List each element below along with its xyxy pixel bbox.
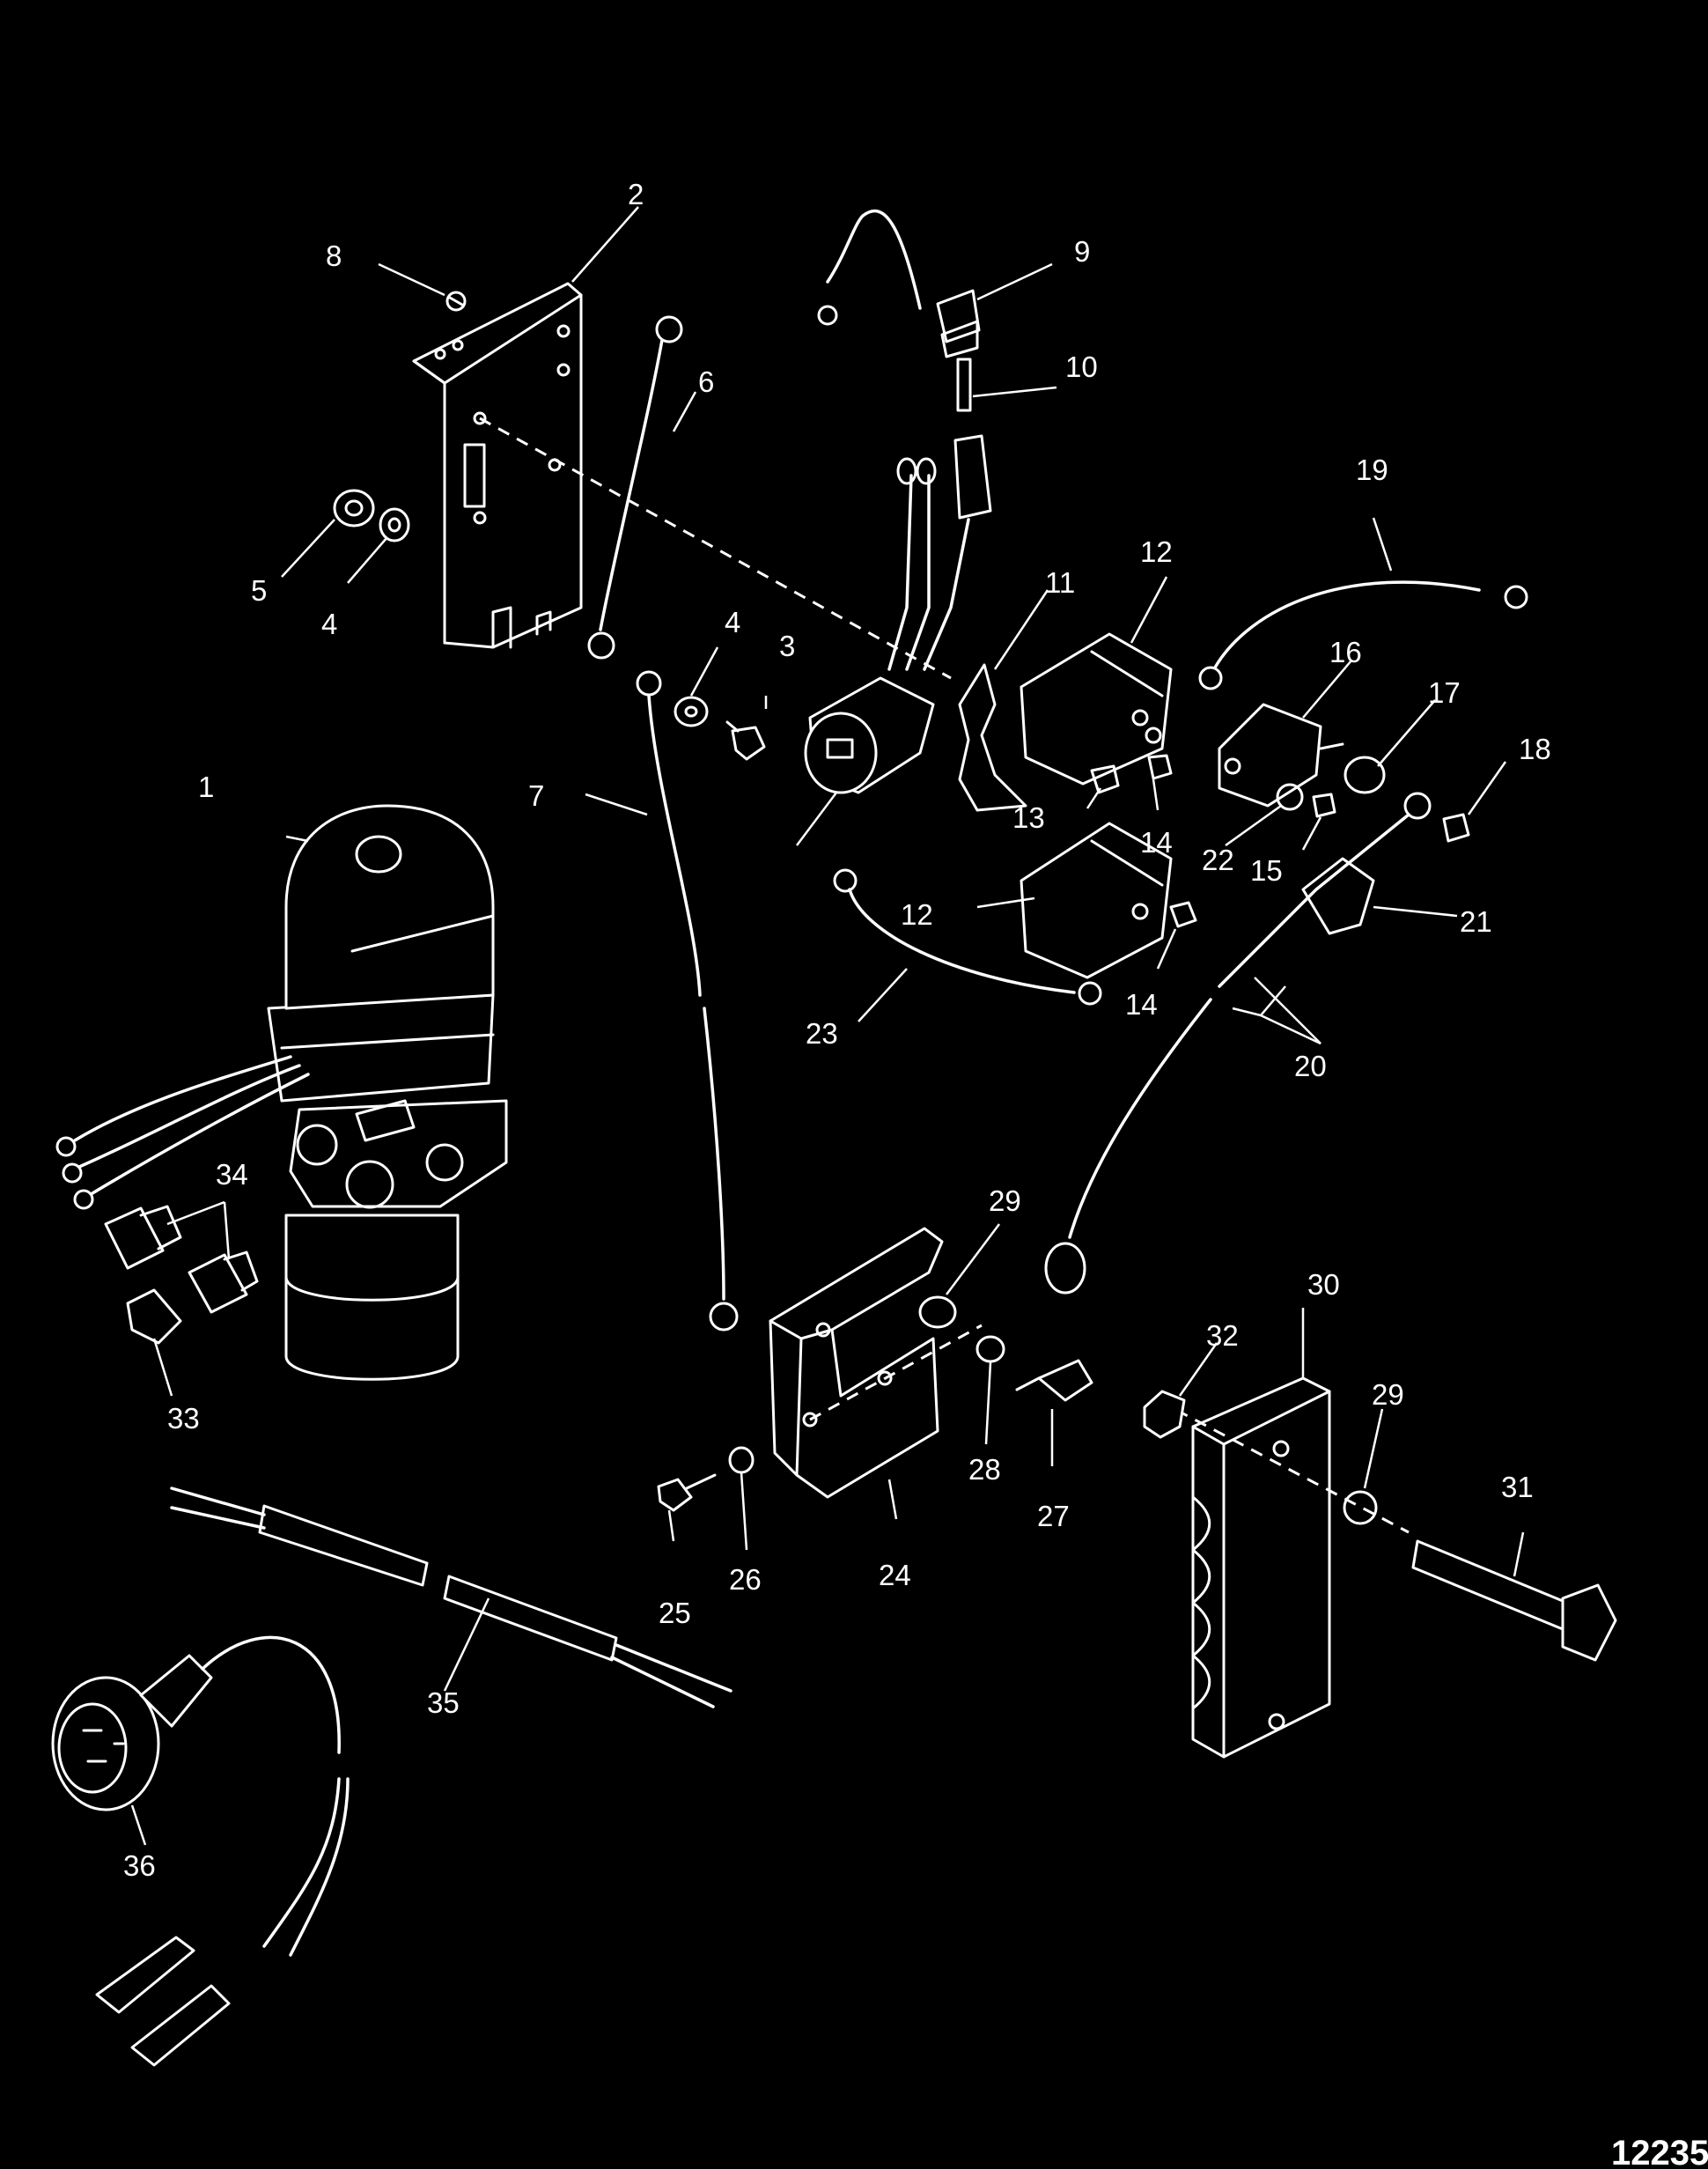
callout-17: 17: [1428, 676, 1461, 709]
callout-16: 16: [1329, 636, 1362, 668]
ground-strap-6: [587, 315, 683, 660]
nut-18: [1442, 813, 1470, 843]
callout-29-left: 29: [989, 1184, 1021, 1217]
connector-harness-36: [51, 1635, 350, 2067]
screw-27: [1015, 1359, 1093, 1402]
callout-14-lower: 14: [1125, 988, 1158, 1021]
callout-4-left: 4: [321, 608, 337, 640]
callout-12-upper: 12: [1140, 535, 1173, 568]
callout-12-lower: 12: [901, 898, 933, 931]
washer-29-right: [1343, 1490, 1378, 1525]
callout-11: 11: [1045, 566, 1075, 599]
callout-4-right: 4: [725, 606, 740, 638]
callout-labels: 1 2 3 4 4 5 6 7 8 9 10 11 12 12 13 14 14…: [123, 178, 1708, 2169]
callout-35: 35: [427, 1686, 460, 1719]
callout-36: 36: [123, 1849, 156, 1882]
washer-28: [975, 1335, 1005, 1363]
circuit-breaker-16: [1218, 703, 1344, 808]
callout-27: 27: [1037, 1500, 1070, 1532]
callout-6: 6: [698, 365, 714, 398]
leader-lines: [130, 206, 1525, 1846]
callout-28: 28: [968, 1453, 1001, 1486]
fitting-34: [104, 1205, 259, 1314]
callout-2: 2: [628, 178, 644, 210]
boot-21: [1301, 857, 1375, 935]
clamp-centerline: [1157, 1398, 1410, 1534]
callout-9: 9: [1074, 235, 1090, 268]
spacer-5: [333, 489, 375, 527]
nut-32: [1143, 1390, 1186, 1439]
screw-13: [1090, 764, 1120, 794]
callout-30: 30: [1307, 1268, 1340, 1301]
jumper-23: [833, 868, 1102, 1006]
jumper-19: [1198, 580, 1528, 690]
callout-24: 24: [879, 1559, 911, 1591]
callout-3: 3: [779, 630, 795, 662]
bracket-24-centerline: [809, 1324, 983, 1421]
callout-31: 31: [1501, 1471, 1534, 1503]
screw-8: [445, 291, 467, 312]
washer-29-left: [918, 1295, 957, 1329]
callout-14-upper: 14: [1140, 826, 1173, 859]
bolt-25: [657, 1473, 717, 1512]
callout-23: 23: [806, 1017, 838, 1050]
bracket-11: [958, 663, 1027, 812]
cable-20: [1044, 792, 1432, 1295]
pin-10: [956, 358, 972, 412]
bolt-31: [1411, 1539, 1617, 1662]
callout-13: 13: [1012, 801, 1045, 834]
harness-35: [170, 1487, 733, 1708]
bracket-24: [769, 1227, 944, 1499]
figure-number: 12235: [1611, 2134, 1708, 2169]
nut-15: [1312, 793, 1336, 818]
trim-connector: [804, 676, 935, 794]
trim-pump-motor: [55, 804, 508, 1381]
fitting-33: [126, 1288, 182, 1345]
callout-10: 10: [1065, 350, 1098, 383]
callout-5: 5: [251, 574, 267, 607]
callout-19: 19: [1356, 454, 1388, 486]
relay-12-upper: [1020, 632, 1173, 786]
washer-17: [1344, 756, 1386, 794]
callout-34: 34: [216, 1158, 248, 1191]
callout-22: 22: [1202, 844, 1234, 876]
washer-22: [1276, 783, 1304, 811]
clamp-block-30: [1191, 1376, 1331, 1759]
callout-7: 7: [528, 779, 544, 812]
mounting-bracket: [412, 282, 583, 649]
callout-25: 25: [659, 1597, 691, 1629]
assembly-centerline: [479, 417, 952, 680]
washer-4-left: [379, 507, 410, 542]
callout-32: 32: [1206, 1319, 1239, 1352]
callout-33: 33: [167, 1402, 200, 1435]
callout-29-right: 29: [1372, 1378, 1404, 1411]
battery-lead-7: [636, 670, 739, 1332]
callout-15: 15: [1250, 854, 1283, 887]
lockwasher-26: [728, 1446, 755, 1474]
washer-4-right: [674, 696, 709, 727]
callout-26: 26: [729, 1563, 762, 1596]
callout-20: 20: [1294, 1050, 1327, 1082]
bolt-3: [725, 720, 766, 761]
nut-14-upper: [1147, 754, 1173, 780]
harness-plug: [887, 434, 992, 671]
harness-9: [817, 209, 981, 358]
callout-1: 1: [198, 771, 214, 803]
callout-18: 18: [1519, 733, 1551, 765]
nut-14-lower: [1169, 901, 1197, 928]
relay-12-lower: [1020, 822, 1173, 979]
callout-21: 21: [1460, 905, 1492, 938]
callout-8: 8: [326, 240, 342, 272]
